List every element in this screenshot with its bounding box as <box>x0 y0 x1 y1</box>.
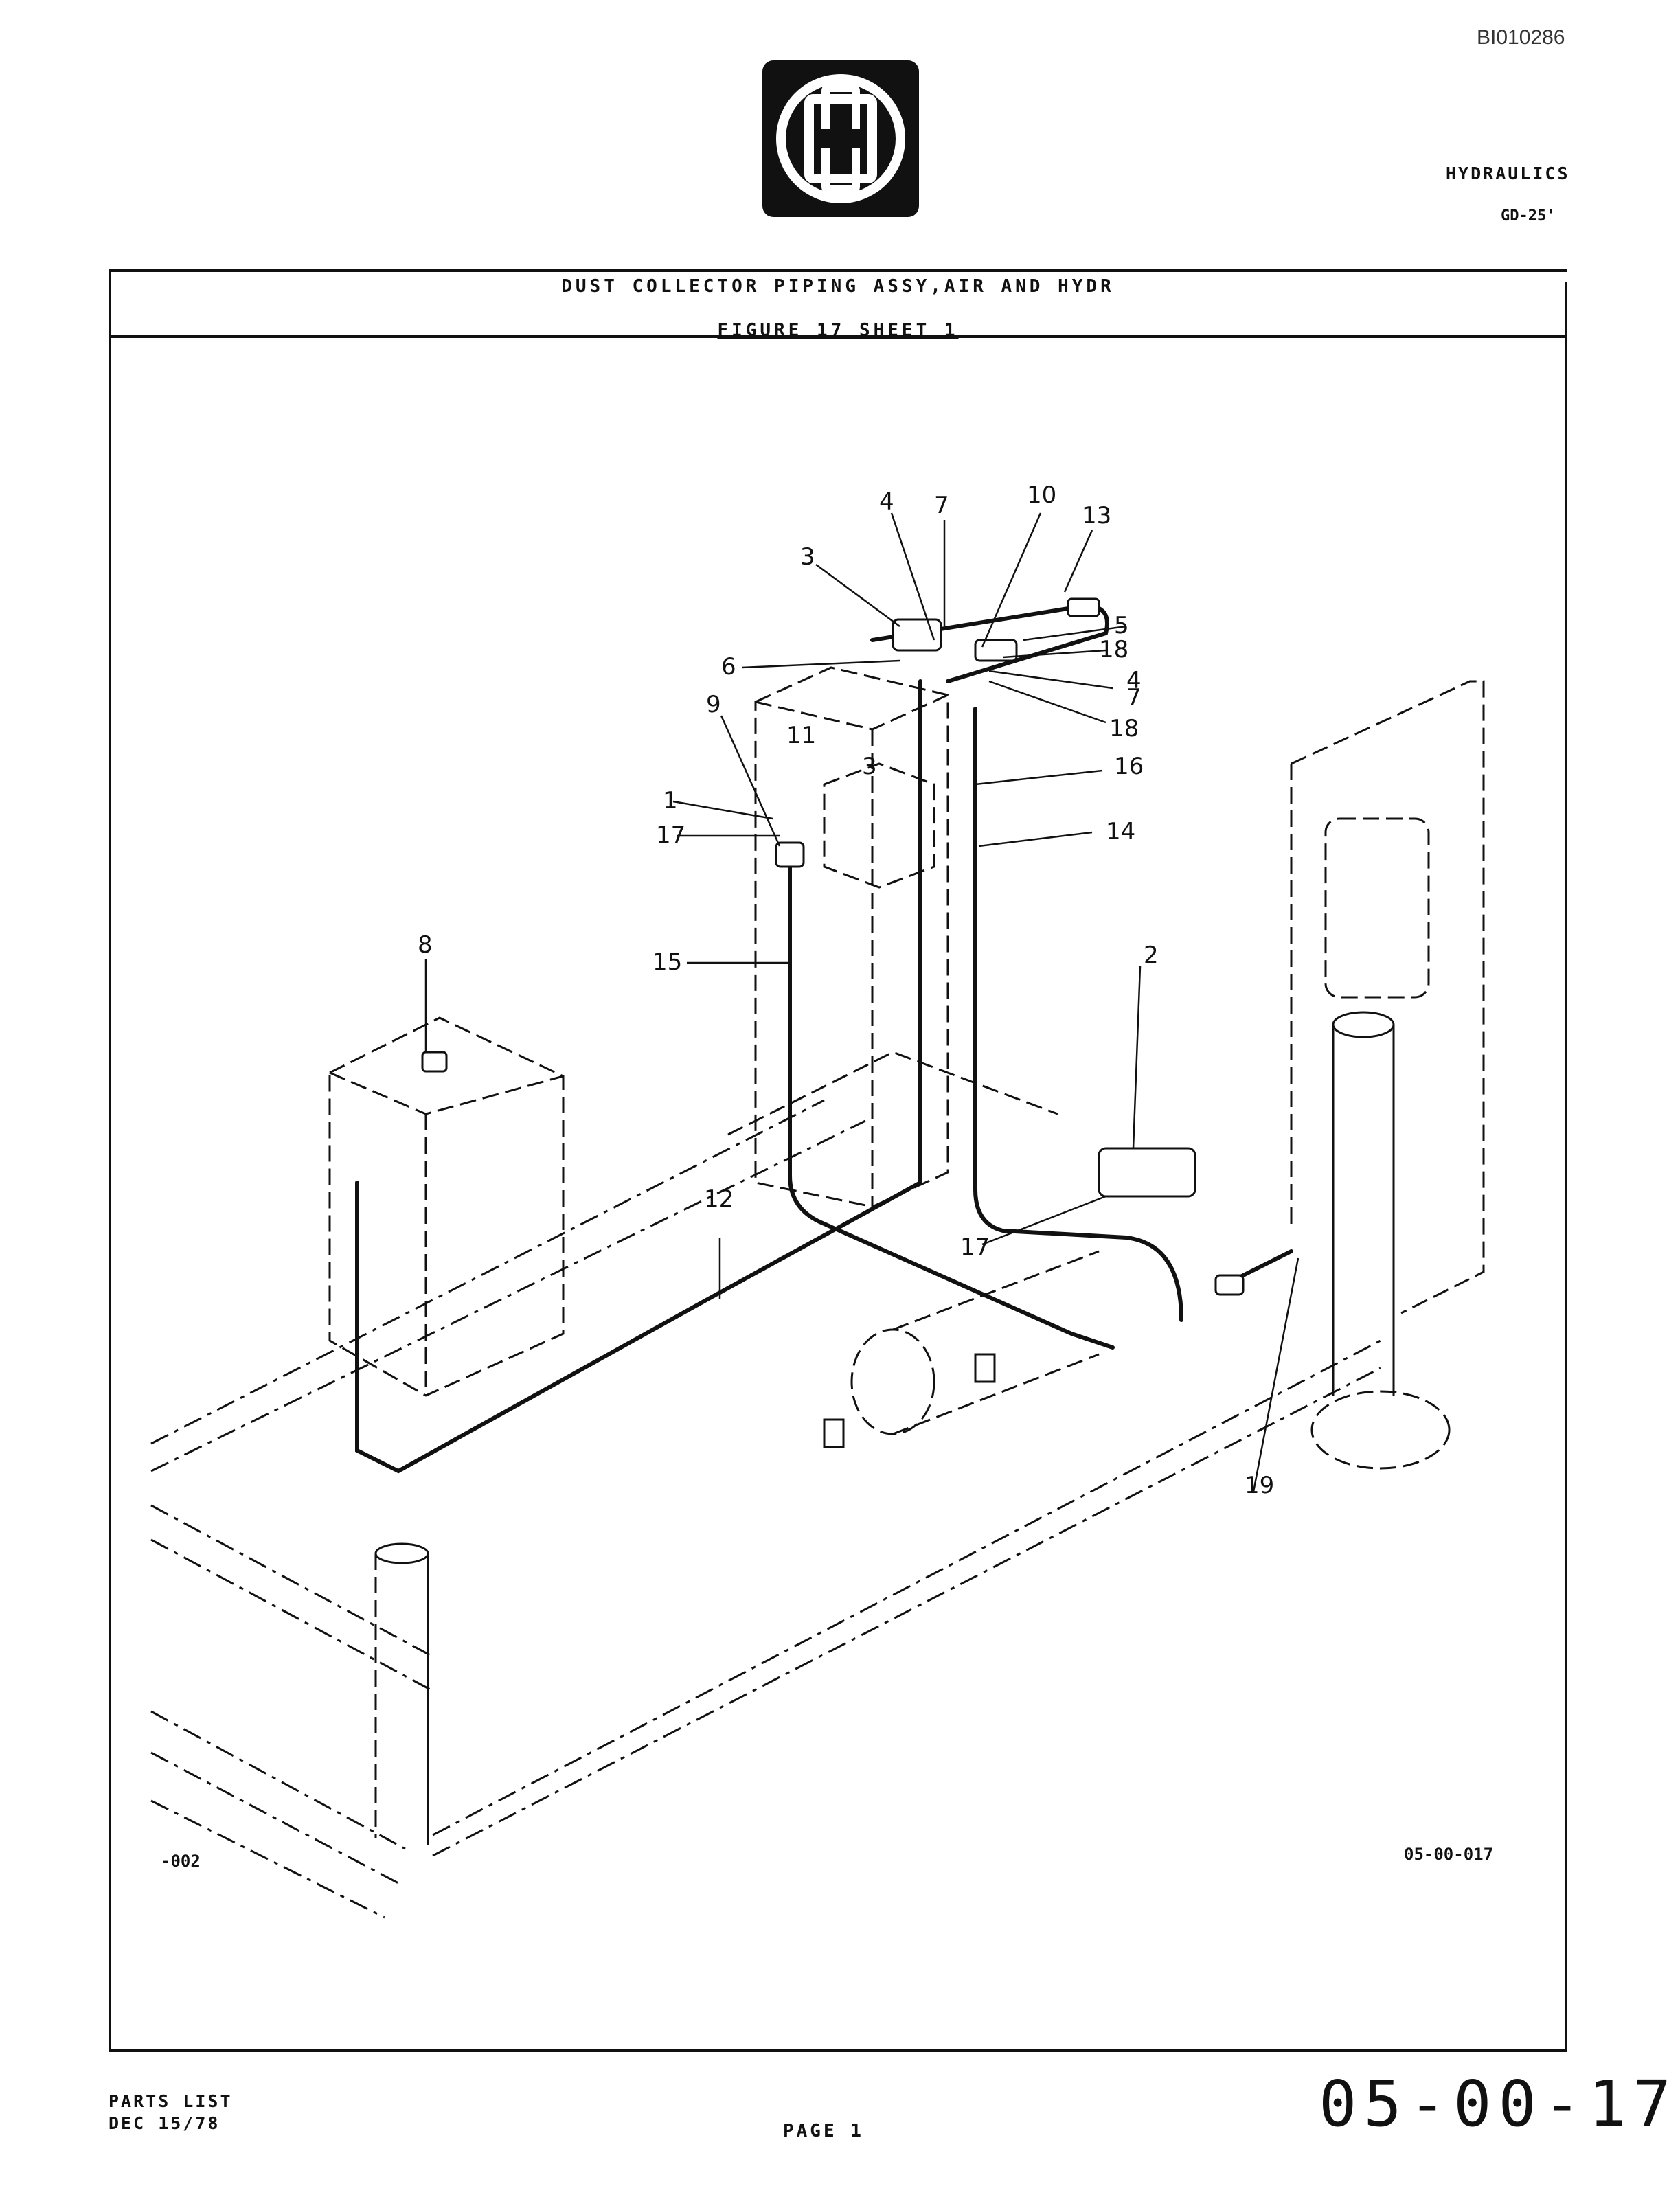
dust-collector-body <box>727 666 1058 1208</box>
figure-frame <box>109 269 1567 2052</box>
callout-label: 15 <box>652 948 682 976</box>
callout-label: 8 <box>418 931 433 959</box>
callout-label: 13 <box>1082 502 1111 530</box>
footer-page: PAGE 1 <box>783 2121 864 2141</box>
callout-label: 2 <box>1144 942 1159 969</box>
footer-parts-list-label: PARTS LIST <box>109 2091 233 2111</box>
callout-label: 5 <box>1114 612 1129 639</box>
figure-ref-left: -002 <box>161 1852 201 1871</box>
callout-label: 18 <box>1109 715 1139 742</box>
exploded-view-drawing: 7 10 13 4 3 5 18 6 4 7 18 9 11 3 16 1 17… <box>150 481 1485 1919</box>
callout-label: 16 <box>1114 753 1144 780</box>
footer-date: DEC 15/78 <box>109 2113 220 2133</box>
right-cab <box>1290 680 1485 1470</box>
callout-label: 9 <box>706 691 721 718</box>
callout-label: 10 <box>1027 481 1056 509</box>
hydraulic-tank <box>328 1016 565 1397</box>
callout-label: 3 <box>800 543 815 571</box>
callout-label: 17 <box>656 821 685 849</box>
piping <box>355 603 1293 1474</box>
company-logo-icon <box>762 60 919 217</box>
callout-label: 17 <box>960 1233 990 1261</box>
callout-label: 3 <box>862 753 877 780</box>
callout-label: 6 <box>721 653 736 681</box>
model-label: GD-25' <box>1501 207 1556 225</box>
section-label: HYDRAULICS <box>1446 163 1570 183</box>
platform-outline <box>150 1099 1381 1919</box>
valve-fittings <box>421 597 1245 1296</box>
left-post <box>374 1542 429 1845</box>
callout-label: 14 <box>1106 818 1135 845</box>
compressor-tank <box>823 1250 1100 1448</box>
callout-label: 7 <box>1126 684 1142 711</box>
figure-sheet-label: FIGURE 17 SHEET 1 <box>717 320 959 341</box>
callout-labels: 7 10 13 4 3 5 18 6 4 7 18 9 11 3 16 1 17… <box>418 481 1274 1499</box>
footer-document-number: 05-00-17 <box>1319 2067 1679 2141</box>
figure-title: DUST COLLECTOR PIPING ASSY,AIR AND HYDR <box>561 276 1115 297</box>
callout-leaders <box>424 512 1299 1492</box>
callout-label: 4 <box>879 488 894 516</box>
footer-parts-list: PARTS LIST DEC 15/78 <box>109 2091 233 2134</box>
callout-label: 18 <box>1099 636 1128 663</box>
callout-label: 7 <box>934 492 949 519</box>
callout-label: 12 <box>704 1185 734 1213</box>
callout-label: 19 <box>1245 1472 1274 1499</box>
figure-ref-right: 05-00-017 <box>1404 1845 1494 1864</box>
callout-label: 4 <box>1126 667 1142 694</box>
figure-subtitle: FIGURE 17 SHEET 1 <box>109 320 1567 341</box>
callout-label: 1 <box>663 787 678 815</box>
document-id: BI010286 <box>1477 26 1565 49</box>
callout-label: 11 <box>786 722 816 749</box>
